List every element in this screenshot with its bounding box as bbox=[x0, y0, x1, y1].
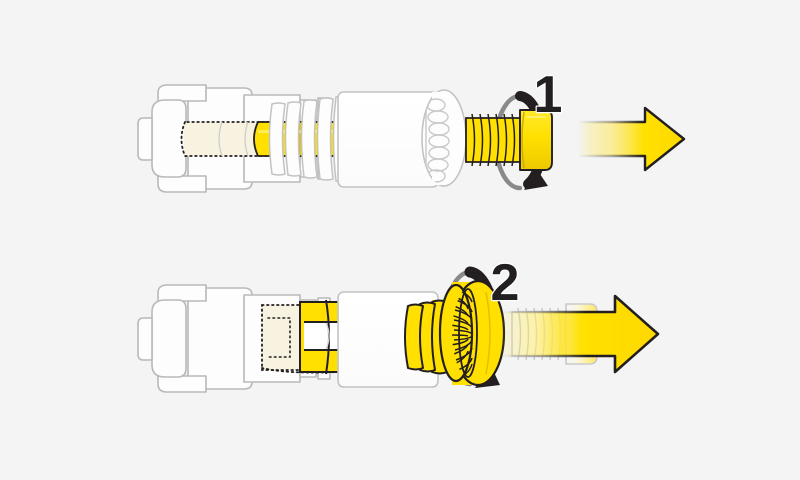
step-2-number: 2 bbox=[491, 254, 520, 312]
knurled-cap bbox=[421, 89, 467, 187]
knurled-cap bbox=[438, 279, 506, 387]
pull-arrow-step-2 bbox=[498, 294, 660, 374]
step-1-illustration: 1 bbox=[137, 65, 686, 193]
step-1-number: 1 bbox=[534, 66, 563, 124]
pull-arrow-step-1 bbox=[576, 106, 686, 172]
bellows-sleeve bbox=[268, 95, 350, 183]
step-2-illustration: 2 bbox=[137, 253, 660, 393]
threaded-screw bbox=[465, 109, 553, 171]
